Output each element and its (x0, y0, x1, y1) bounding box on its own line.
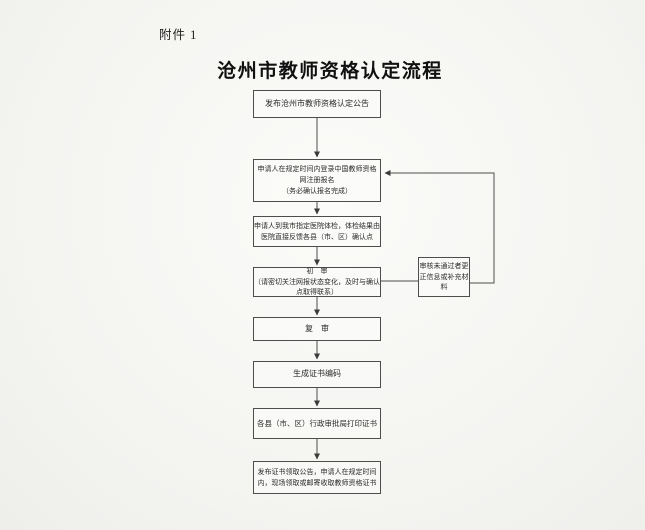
flow-box-announcement: 发布沧州市教师资格认定公告 (253, 90, 381, 118)
flow-box-text: 生成证书编码 (293, 369, 341, 379)
flow-box-text: 料 (440, 283, 448, 292)
flow-box-text: 申请人在规定时间内登录中国教师资格 (257, 165, 377, 174)
flow-box-text: 发布证书领取公告，申请人在规定时间 (257, 467, 377, 476)
page-title: 沧州市教师资格认定流程 (217, 61, 443, 82)
flow-box-issue-cert: 发布证书领取公告，申请人在规定时间 内，现场领取或邮寄收取教师资格证书 (253, 461, 381, 494)
flow-box-text: （请密切关注网报状态变化，及时与确认 (254, 277, 380, 286)
flow-box-text: 各县（市、区）行政审批局打印证书 (257, 418, 377, 428)
flow-box-text: 网注册报名 (299, 176, 335, 185)
flow-box-text: （务必确认报名完成） (282, 186, 352, 195)
flow-box-text: 发布沧州市教师资格认定公告 (265, 98, 369, 108)
flow-box-print-cert: 各县（市、区）行政审批局打印证书 (253, 408, 381, 439)
flow-box-text: 医院直接反馈各县（市、区）确认点 (261, 232, 373, 241)
attachment-label: 附件 1 (159, 28, 198, 42)
flow-box-text: 审核未通过者更 (419, 262, 469, 271)
flow-box-text: 正信息或补充材 (419, 272, 469, 281)
flow-box-generate-code: 生成证书编码 (253, 361, 381, 388)
flow-box-text: 初 审 (306, 266, 328, 275)
flow-box-text: 内，现场领取或邮寄收取教师资格证书 (257, 478, 377, 487)
flow-box-text: 申请人到我市指定医院体检，体检结果由 (254, 221, 380, 230)
flow-box-first-review: 初 审 （请密切关注网报状态变化，及时与确认 点取得联系） (253, 267, 381, 297)
flow-box-text: 点取得联系） (296, 288, 338, 297)
flow-box-physical-exam: 申请人到我市指定医院体检，体检结果由 医院直接反馈各县（市、区）确认点 (253, 216, 381, 247)
flow-box-second-review: 复 审 (253, 317, 381, 341)
flow-box-register: 申请人在规定时间内登录中国教师资格 网注册报名 （务必确认报名完成） (253, 159, 381, 202)
return-arrow-sidebox-to-register (384, 170, 495, 284)
flow-box-text: 复 审 (305, 323, 329, 333)
flow-box-review-failed: 审核未通过者更 正信息或补充材 料 (418, 257, 470, 297)
